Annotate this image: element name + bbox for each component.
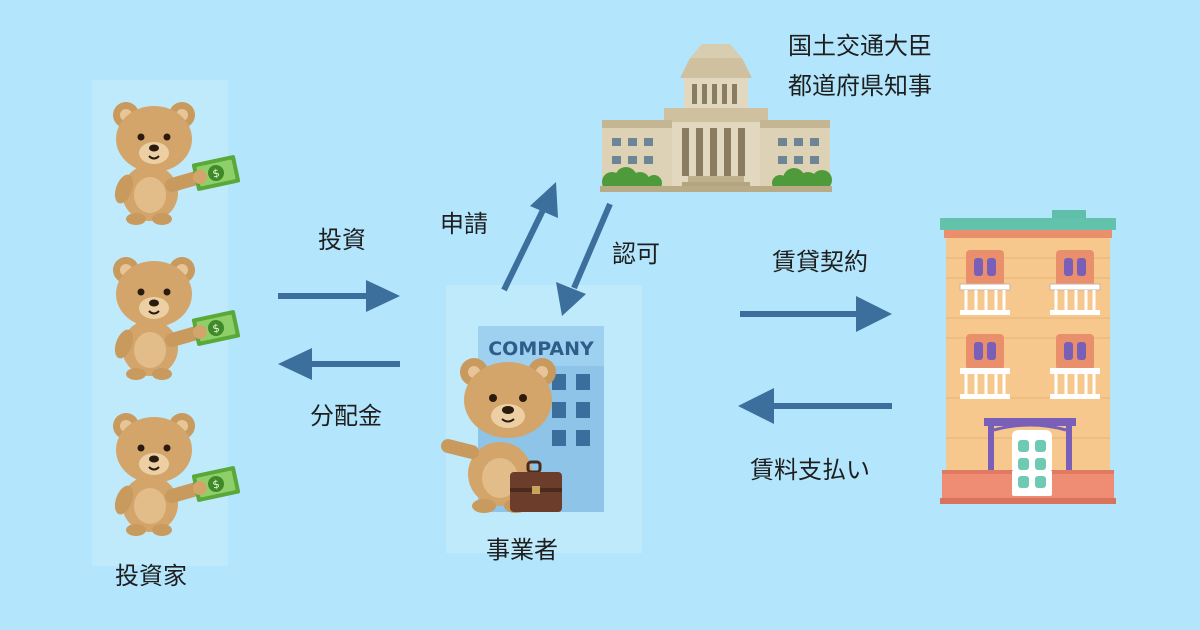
- invest-label: 投資: [318, 226, 366, 254]
- approve-arrow: [556, 202, 613, 316]
- company-sign: COMPANY: [488, 338, 594, 360]
- lease-label: 賃貸契約: [772, 248, 868, 276]
- government-label-line1: 国土交通大臣: [788, 32, 932, 60]
- investor-bear-3: [111, 413, 240, 536]
- government-label-line2: 都道府県知事: [788, 72, 932, 100]
- business-bear-icon: [441, 358, 562, 513]
- apply-arrow: [501, 182, 558, 292]
- government-building-icon: [600, 44, 832, 192]
- rent-arrow: [738, 388, 892, 424]
- dividend-arrow: [278, 348, 400, 380]
- apartment-building-icon: [940, 210, 1116, 504]
- company-label: 事業者: [486, 536, 558, 564]
- rent-label: 賃料支払い: [750, 456, 870, 484]
- dividend-label: 分配金: [310, 402, 382, 430]
- investor-bear-1: [111, 102, 240, 225]
- invest-arrow: [278, 280, 400, 312]
- investor-label: 投資家: [115, 562, 187, 590]
- lease-arrow: [740, 296, 892, 332]
- apply-label: 申請: [440, 210, 488, 238]
- approve-label: 認可: [612, 240, 660, 268]
- investor-bear-2: [111, 257, 240, 380]
